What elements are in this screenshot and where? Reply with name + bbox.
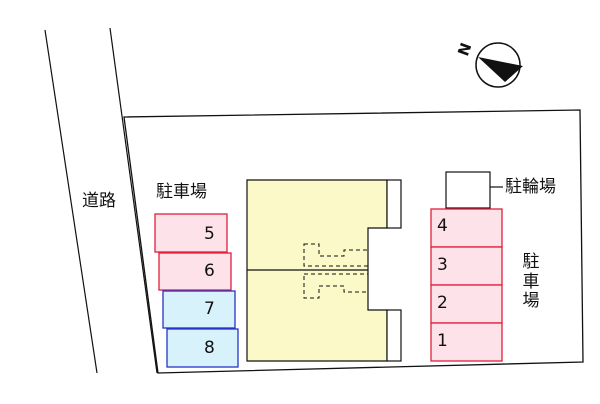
parking-number-1: 1	[437, 331, 448, 351]
parking-space-4	[430, 208, 503, 248]
balcony-top	[386, 179, 402, 229]
parking-number-4: 4	[437, 216, 448, 236]
parking-right-label: 駐 車 場	[521, 252, 541, 312]
parking-number-6: 6	[204, 261, 215, 281]
entrance-upper-outline	[303, 243, 369, 267]
parking-number-3: 3	[437, 255, 448, 275]
parking-space-8	[166, 328, 239, 368]
bicycle-parking-label: 駐輪場	[505, 177, 556, 197]
parking-space-1	[430, 322, 503, 362]
balcony-bottom	[386, 309, 402, 362]
north-compass-icon	[475, 42, 523, 88]
parking-number-8: 8	[204, 338, 215, 358]
road-edge-right	[109, 27, 158, 374]
parking-space-6	[158, 252, 232, 291]
bicycle-parking-box	[445, 171, 491, 209]
parking-number-7: 7	[204, 299, 215, 319]
road-label: 道路	[82, 191, 116, 211]
parking-number-2: 2	[437, 293, 448, 313]
parking-left-label: 駐車場	[156, 182, 207, 202]
road-edge-left	[44, 29, 98, 374]
parking-space-2	[430, 284, 503, 324]
parking-space-5	[154, 213, 228, 253]
parking-right-label-char-3: 場	[522, 291, 540, 312]
parking-space-7	[162, 290, 236, 329]
entrance-lower-outline	[303, 273, 369, 299]
parking-number-5: 5	[204, 224, 215, 244]
parking-right-label-char-2: 車	[522, 271, 540, 292]
parking-right-label-char-1: 駐	[522, 252, 540, 272]
